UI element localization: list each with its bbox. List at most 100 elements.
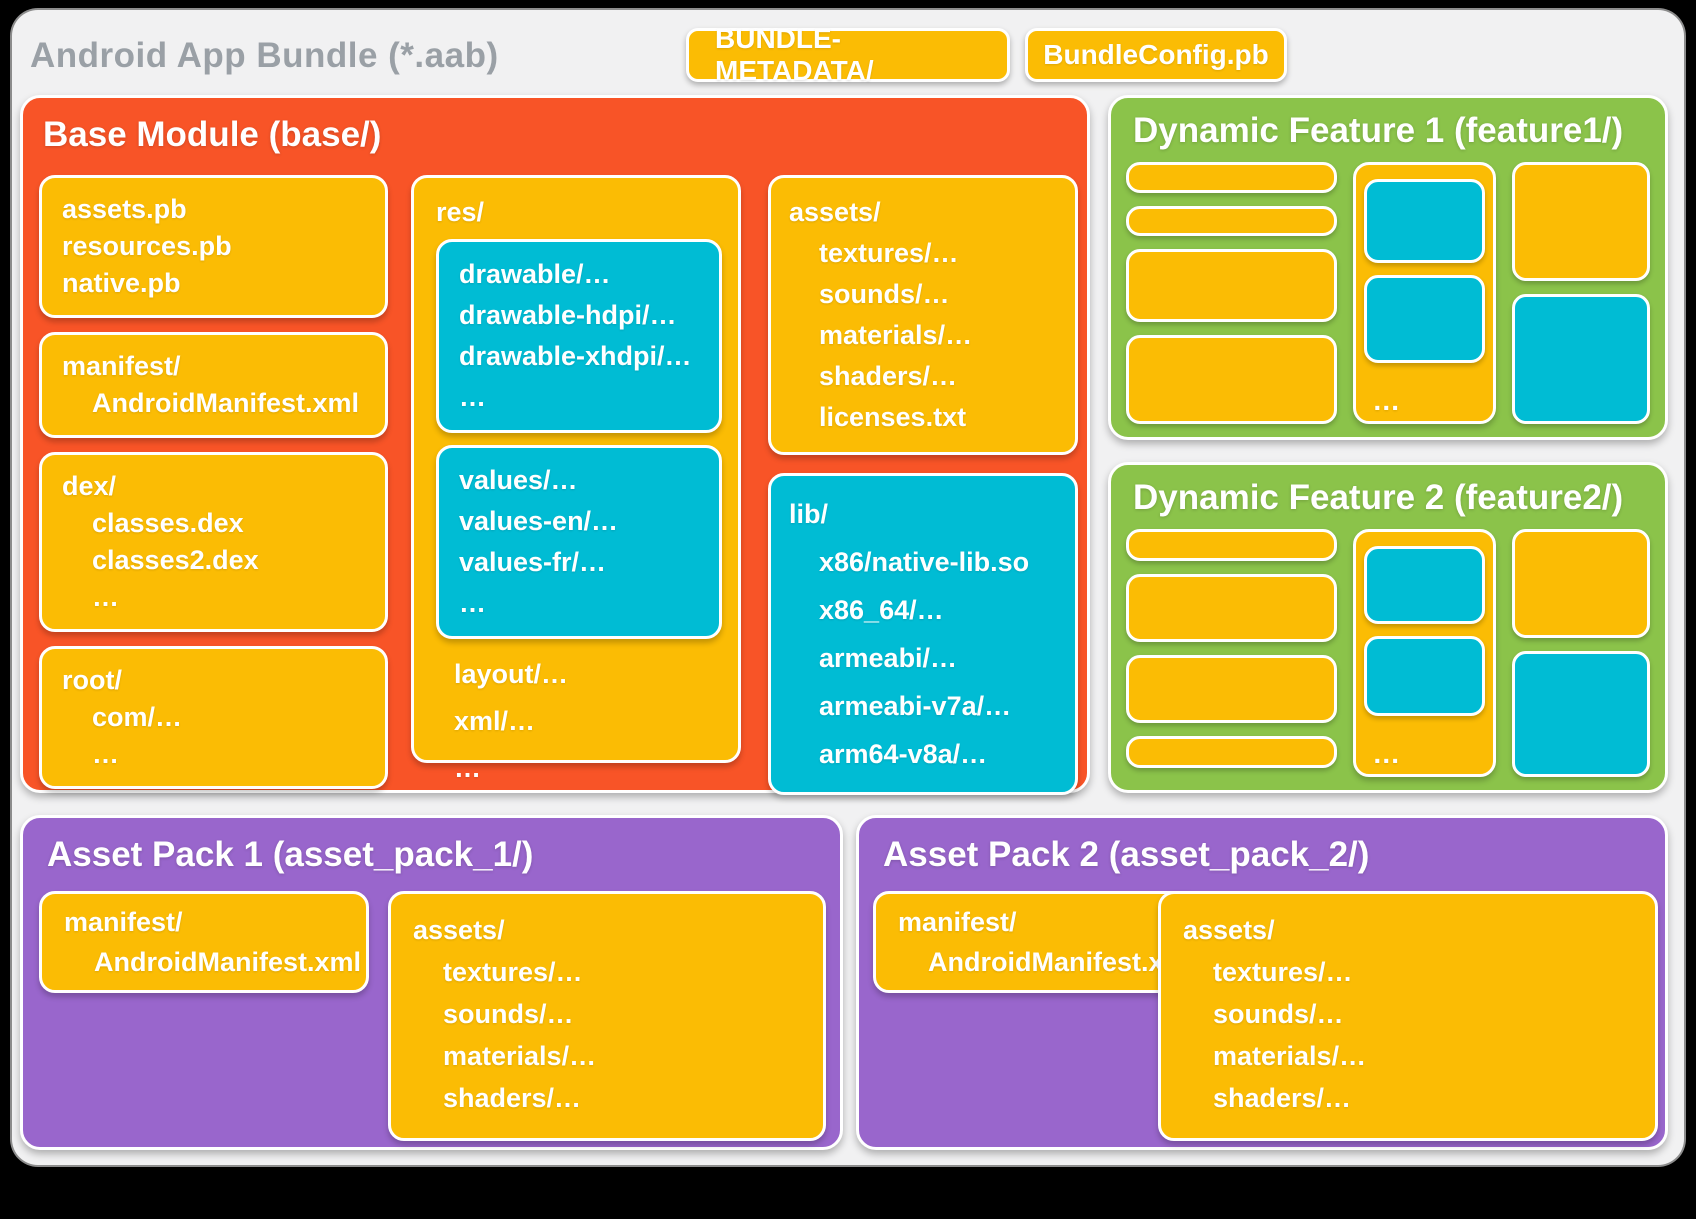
text-line: layout/… [454,659,569,689]
df2-column-files [1126,529,1338,777]
text-line: AndroidManifest.xml [928,947,1196,977]
df2-ellipsis: … [1372,738,1401,769]
asset-pack-2-manifest-box: manifest/AndroidManifest.xml [873,891,1203,993]
text-line: drawable/… [459,259,611,289]
values-box: values/…values-en/…values-fr/…… [436,445,722,639]
asset-pack-1-panel: Asset Pack 1 (asset_pack_1/) manifest/An… [20,815,843,1150]
text-line: sounds/… [1213,999,1344,1029]
text-line: materials/… [819,320,973,350]
df1-res-container: … [1353,162,1496,424]
text-line: armeabi/… [819,643,958,673]
text-line: AndroidManifest.xml [92,388,360,418]
text-line: … [459,588,486,618]
res-label: res/ [436,197,485,227]
df2-res-container: … [1353,529,1496,777]
text-line: armeabi-v7a/… [819,691,1012,721]
df2-file-bar [1126,529,1338,561]
dynamic-feature-1-content: … [1126,162,1650,424]
text-line: classes.dex [92,508,244,538]
text-line: x86_64/… [819,595,944,625]
text-line: textures/… [443,957,583,987]
text-line: values-en/… [459,506,619,536]
text-line: manifest/ [62,351,181,381]
text-line: native.pb [62,268,181,298]
text-line: shaders/… [1213,1083,1352,1113]
asset-pack-1-assets-box: assets/textures/… sounds/… materials/… shad… [388,891,826,1141]
text-line: licenses.txt [819,402,967,432]
base-module-panel: Base Module (base/) assets.pb resources.p… [20,95,1090,795]
text-line: materials/… [443,1041,597,1071]
text-line: manifest/ [898,907,1017,937]
text-line: assets.pb [62,194,187,224]
df2-lib-box [1511,650,1650,777]
df2-file-box [1126,655,1338,723]
lib-box: lib/x86/native-lib.so x86_64/… armeabi/… ar… [768,473,1078,795]
dynamic-feature-2-content: … [1126,529,1650,777]
text-line: assets/ [1183,915,1275,945]
text-line: textures/… [819,238,959,268]
assets-box: assets/textures/… sounds/… materials/… shad… [768,175,1078,455]
df2-file-box [1126,574,1338,642]
app-bundle-card: Android App Bundle (*.aab) BUNDLE-METADA… [12,10,1684,1165]
bundle-config-badge: BundleConfig.pb [1025,28,1287,82]
dynamic-feature-1-title: Dynamic Feature 1 (feature1/) [1133,111,1624,150]
dynamic-feature-2-title: Dynamic Feature 2 (feature2/) [1133,478,1624,517]
text-line: … [92,739,119,769]
pb-files-box: assets.pb resources.pb native.pb [39,175,388,318]
asset-pack-2-panel: Asset Pack 2 (asset_pack_2/) manifest/An… [856,815,1668,1150]
text-line: assets/ [413,915,505,945]
df2-file-bar [1126,736,1338,768]
text-line: assets/ [789,197,881,227]
text-line: drawable-xhdpi/… [459,341,692,371]
asset-pack-2-assets-box: assets/textures/…sounds/…materials/…shad… [1158,891,1658,1141]
text-line: com/… [92,702,183,732]
text-line: materials/… [1213,1041,1367,1071]
text-line: manifest/ [64,907,183,937]
df2-res-subbox [1364,546,1485,624]
asset-pack-1-title: Asset Pack 1 (asset_pack_1/) [47,835,534,874]
df2-assets-box [1511,529,1650,638]
df2-column-right [1511,529,1650,777]
df1-ellipsis: … [1372,385,1401,416]
text-line: dex/ [62,471,117,501]
df1-res-subbox [1364,275,1485,363]
df2-res-subbox [1364,636,1485,716]
asset-pack-2-title: Asset Pack 2 (asset_pack_2/) [883,835,1370,874]
df1-assets-box [1511,162,1650,282]
text-line: sounds/… [443,999,574,1029]
text-line: shaders/… [819,361,958,391]
bundle-metadata-badge: BUNDLE-METADATA/ [686,23,1010,86]
text-line: x86/native-lib.so [819,547,1030,577]
df1-column-files [1126,162,1338,424]
text-line: resources.pb [62,231,232,261]
base-column-middle: res/ drawable/…drawable-hdpi/…drawable-x… [411,175,741,783]
base-column-left: assets.pb resources.pb native.pb manifest/… [39,175,388,789]
text-line: … [92,582,119,612]
text-line: values-fr/… [459,547,607,577]
text-line: arm64-v8a/… [819,739,988,769]
dynamic-feature-1-panel: Dynamic Feature 1 (feature1/) … [1108,95,1668,440]
root-box: root/com/…… [39,646,388,789]
res-box: res/ drawable/…drawable-hdpi/…drawable-x… [411,175,741,783]
dynamic-feature-2-panel: Dynamic Feature 2 (feature2/) … [1108,462,1668,793]
asset-pack-1-manifest-box: manifest/AndroidManifest.xml [39,891,369,993]
text-line: AndroidManifest.xml [94,947,362,977]
text-line: xml/… [454,706,536,736]
text-line: sounds/… [819,279,950,309]
base-module-title: Base Module (base/) [43,115,382,154]
manifest-box: manifest/AndroidManifest.xml [39,332,388,438]
df1-file-bar [1126,162,1338,193]
text-line: … [459,382,486,412]
df1-lib-box [1511,294,1650,424]
text-line: shaders/… [443,1083,582,1113]
df1-file-box [1126,249,1338,322]
text-line: … [454,753,481,783]
drawable-box: drawable/…drawable-hdpi/…drawable-xhdpi/… [436,239,722,433]
df1-file-box [1126,334,1338,424]
text-line: lib/ [789,499,828,529]
df1-file-bar [1126,205,1338,237]
df1-res-subbox [1364,179,1485,263]
base-column-right: assets/textures/… sounds/… materials/… shad… [768,175,1078,795]
